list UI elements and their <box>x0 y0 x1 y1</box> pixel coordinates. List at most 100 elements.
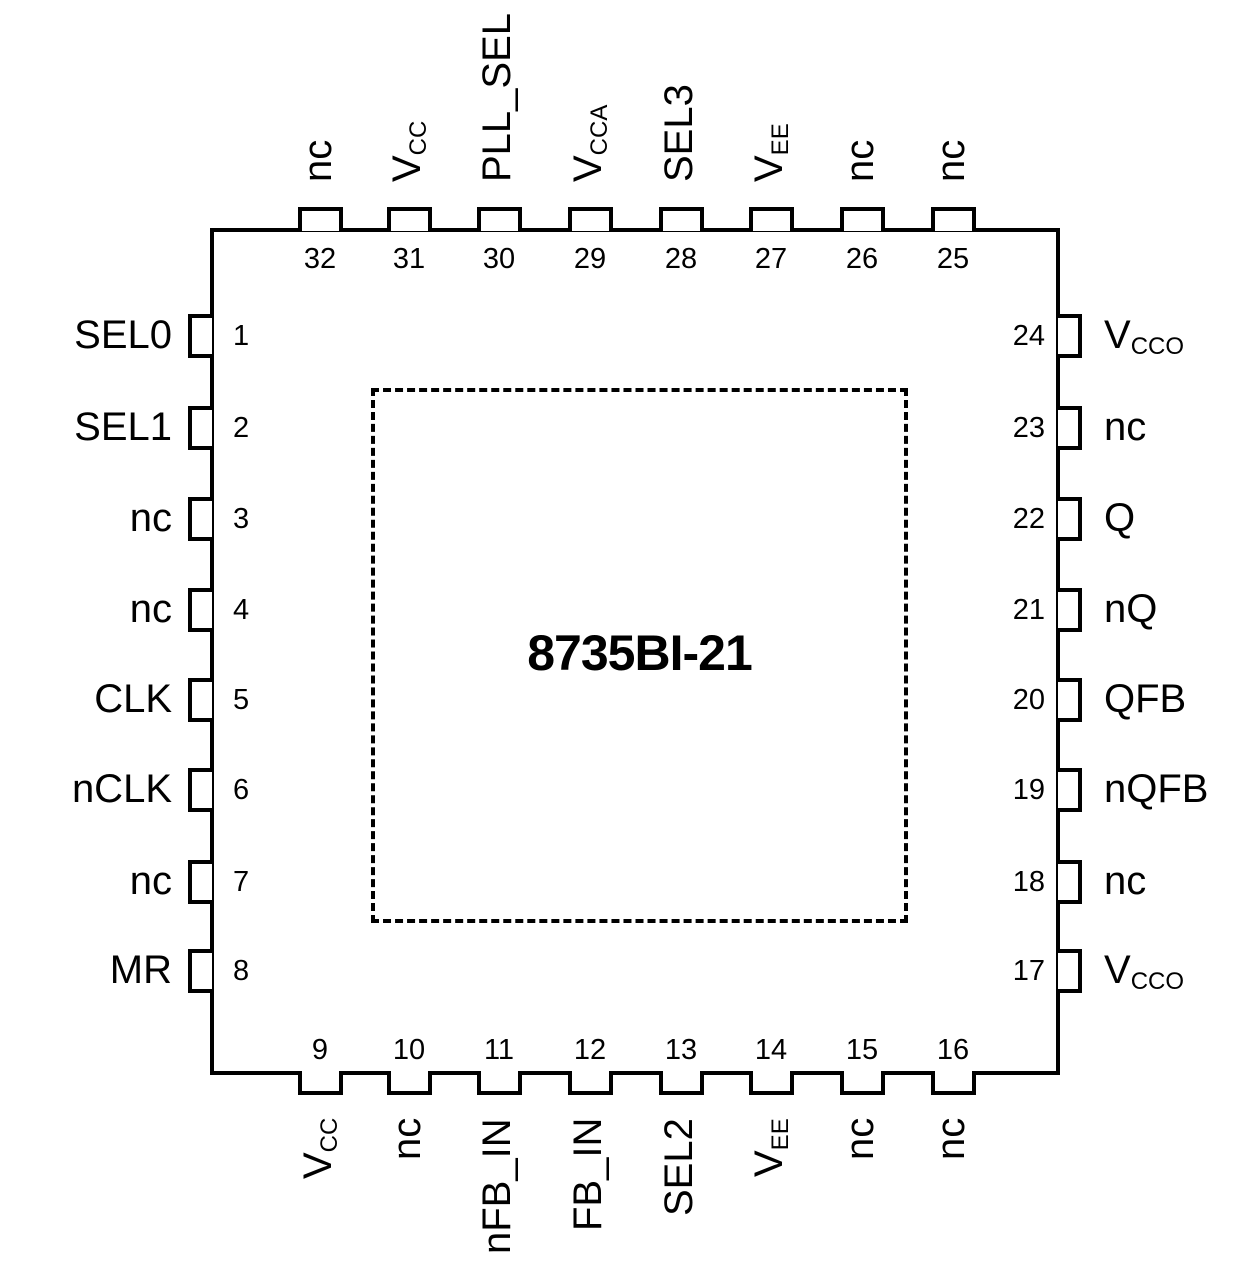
pin-pad-9 <box>298 1071 343 1095</box>
pin-label-32: nc <box>296 139 340 182</box>
pin-name-text: V <box>1104 313 1131 357</box>
pin-pad-3 <box>188 497 212 541</box>
pin-number-12: 12 <box>573 1034 607 1066</box>
pin-pad-16 <box>931 1071 976 1095</box>
pin-pad-8 <box>188 949 212 993</box>
pin-name-text: nc <box>129 496 172 540</box>
pin-name-subscript: CC <box>405 120 432 156</box>
pin-name-text: V <box>747 155 791 182</box>
pin-name-text: V <box>747 1150 791 1177</box>
pin-label-9: VCC <box>296 1118 343 1179</box>
pin-name-subscript: EE <box>767 1118 794 1151</box>
pin-pad-12 <box>568 1071 613 1095</box>
pin-label-18: nc <box>1104 861 1146 901</box>
pin-name-text: nFB_IN <box>475 1118 519 1254</box>
pin-number-27: 27 <box>754 243 788 275</box>
pin-number-7: 7 <box>233 866 250 898</box>
pin-pad-26 <box>840 207 885 231</box>
pin-name-text: nc <box>929 1117 973 1160</box>
pin-label-4: nc <box>12 589 172 629</box>
pin-label-10: nc <box>385 1117 429 1160</box>
pin-name-text: nc <box>838 139 882 182</box>
pin-name-text: SEL3 <box>657 84 701 182</box>
pin-pad-24 <box>1058 314 1082 358</box>
pin-name-text: V <box>1104 948 1131 992</box>
pin-pad-27 <box>749 207 794 231</box>
pin-pad-25 <box>931 207 976 231</box>
pin-pad-32 <box>298 207 343 231</box>
pin-name-text: PLL_SEL <box>475 12 519 182</box>
pin-number-21: 21 <box>1012 594 1045 626</box>
pin-name-text: nc <box>1104 859 1147 903</box>
pin-number-15: 15 <box>845 1034 879 1066</box>
pin-label-28: SEL3 <box>657 84 701 182</box>
pin-name-subscript: CCO <box>1130 333 1185 360</box>
pin-name-text: nc <box>838 1117 882 1160</box>
pin-pad-2 <box>188 406 212 450</box>
pin-number-31: 31 <box>392 243 426 275</box>
pin-pad-28 <box>659 207 704 231</box>
pin-name-text: V <box>296 1152 340 1179</box>
pin-number-32: 32 <box>303 243 337 275</box>
pin-pad-19 <box>1058 768 1082 812</box>
pin-label-23: nc <box>1104 407 1146 447</box>
pin-name-text: nQFB <box>1104 767 1209 811</box>
pin-number-16: 16 <box>936 1034 970 1066</box>
pin-name-text: SEL2 <box>657 1118 701 1216</box>
pin-label-11: nFB_IN <box>475 1118 519 1254</box>
pin-name-text: nc <box>1104 405 1147 449</box>
pin-name-text: SEL0 <box>74 313 172 357</box>
pin-pad-23 <box>1058 406 1082 450</box>
pin-pad-4 <box>188 588 212 632</box>
pin-label-6: nCLK <box>12 769 172 809</box>
pin-number-20: 20 <box>1012 684 1045 716</box>
pin-name-subscript: EE <box>767 123 794 156</box>
pin-name-text: QFB <box>1104 677 1187 721</box>
pin-pad-20 <box>1058 678 1082 722</box>
pin-pad-13 <box>659 1071 704 1095</box>
pin-number-29: 29 <box>573 243 607 275</box>
pin-label-3: nc <box>12 498 172 538</box>
pin-pad-7 <box>188 860 212 904</box>
pin-pad-17 <box>1058 949 1082 993</box>
pin-label-7: nc <box>12 861 172 901</box>
pin-name-subscript: CC <box>316 1117 343 1153</box>
pin-label-2: SEL1 <box>12 407 172 447</box>
pin-pad-30 <box>477 207 522 231</box>
pin-label-21: nQ <box>1104 589 1157 629</box>
pin-number-5: 5 <box>233 684 250 716</box>
pin-name-text: V <box>566 155 610 182</box>
pin-pad-31 <box>387 207 432 231</box>
pin-pad-15 <box>840 1071 885 1095</box>
pin-label-13: SEL2 <box>657 1118 701 1216</box>
pin-number-25: 25 <box>936 243 970 275</box>
pin-number-18: 18 <box>1012 866 1045 898</box>
pin-name-text: nc <box>296 139 340 182</box>
pin-number-17: 17 <box>1012 955 1045 987</box>
pin-number-9: 9 <box>311 1034 329 1066</box>
pin-label-1: SEL0 <box>12 315 172 355</box>
pin-name-text: FB_IN <box>566 1117 610 1231</box>
pin-name-text: V <box>385 155 429 182</box>
pin-number-13: 13 <box>664 1034 698 1066</box>
pin-number-14: 14 <box>754 1034 788 1066</box>
exposed-pad-outline <box>371 388 908 923</box>
pin-name-text: nc <box>129 859 172 903</box>
pin-name-text: CLK <box>94 677 172 721</box>
pin-number-10: 10 <box>392 1034 426 1066</box>
pin-label-17: VCCO <box>1104 948 1184 994</box>
pin-number-22: 22 <box>1012 503 1045 535</box>
pin-label-30: PLL_SEL <box>475 12 519 182</box>
pin-label-16: nc <box>929 1117 973 1160</box>
chip-part-number: 8735BI-21 <box>527 625 753 681</box>
pin-label-31: VCC <box>385 121 432 182</box>
pin-name-text: nCLK <box>71 767 172 811</box>
pin-name-text: nQ <box>1104 587 1158 631</box>
pin-name-text: nc <box>129 587 172 631</box>
pin-label-29: VCCA <box>566 105 613 182</box>
pin-label-26: nc <box>838 139 882 182</box>
pin-label-20: QFB <box>1104 679 1186 719</box>
pin-name-text: nc <box>385 1117 429 1160</box>
pin-pad-21 <box>1058 588 1082 632</box>
pin-number-8: 8 <box>233 955 250 987</box>
